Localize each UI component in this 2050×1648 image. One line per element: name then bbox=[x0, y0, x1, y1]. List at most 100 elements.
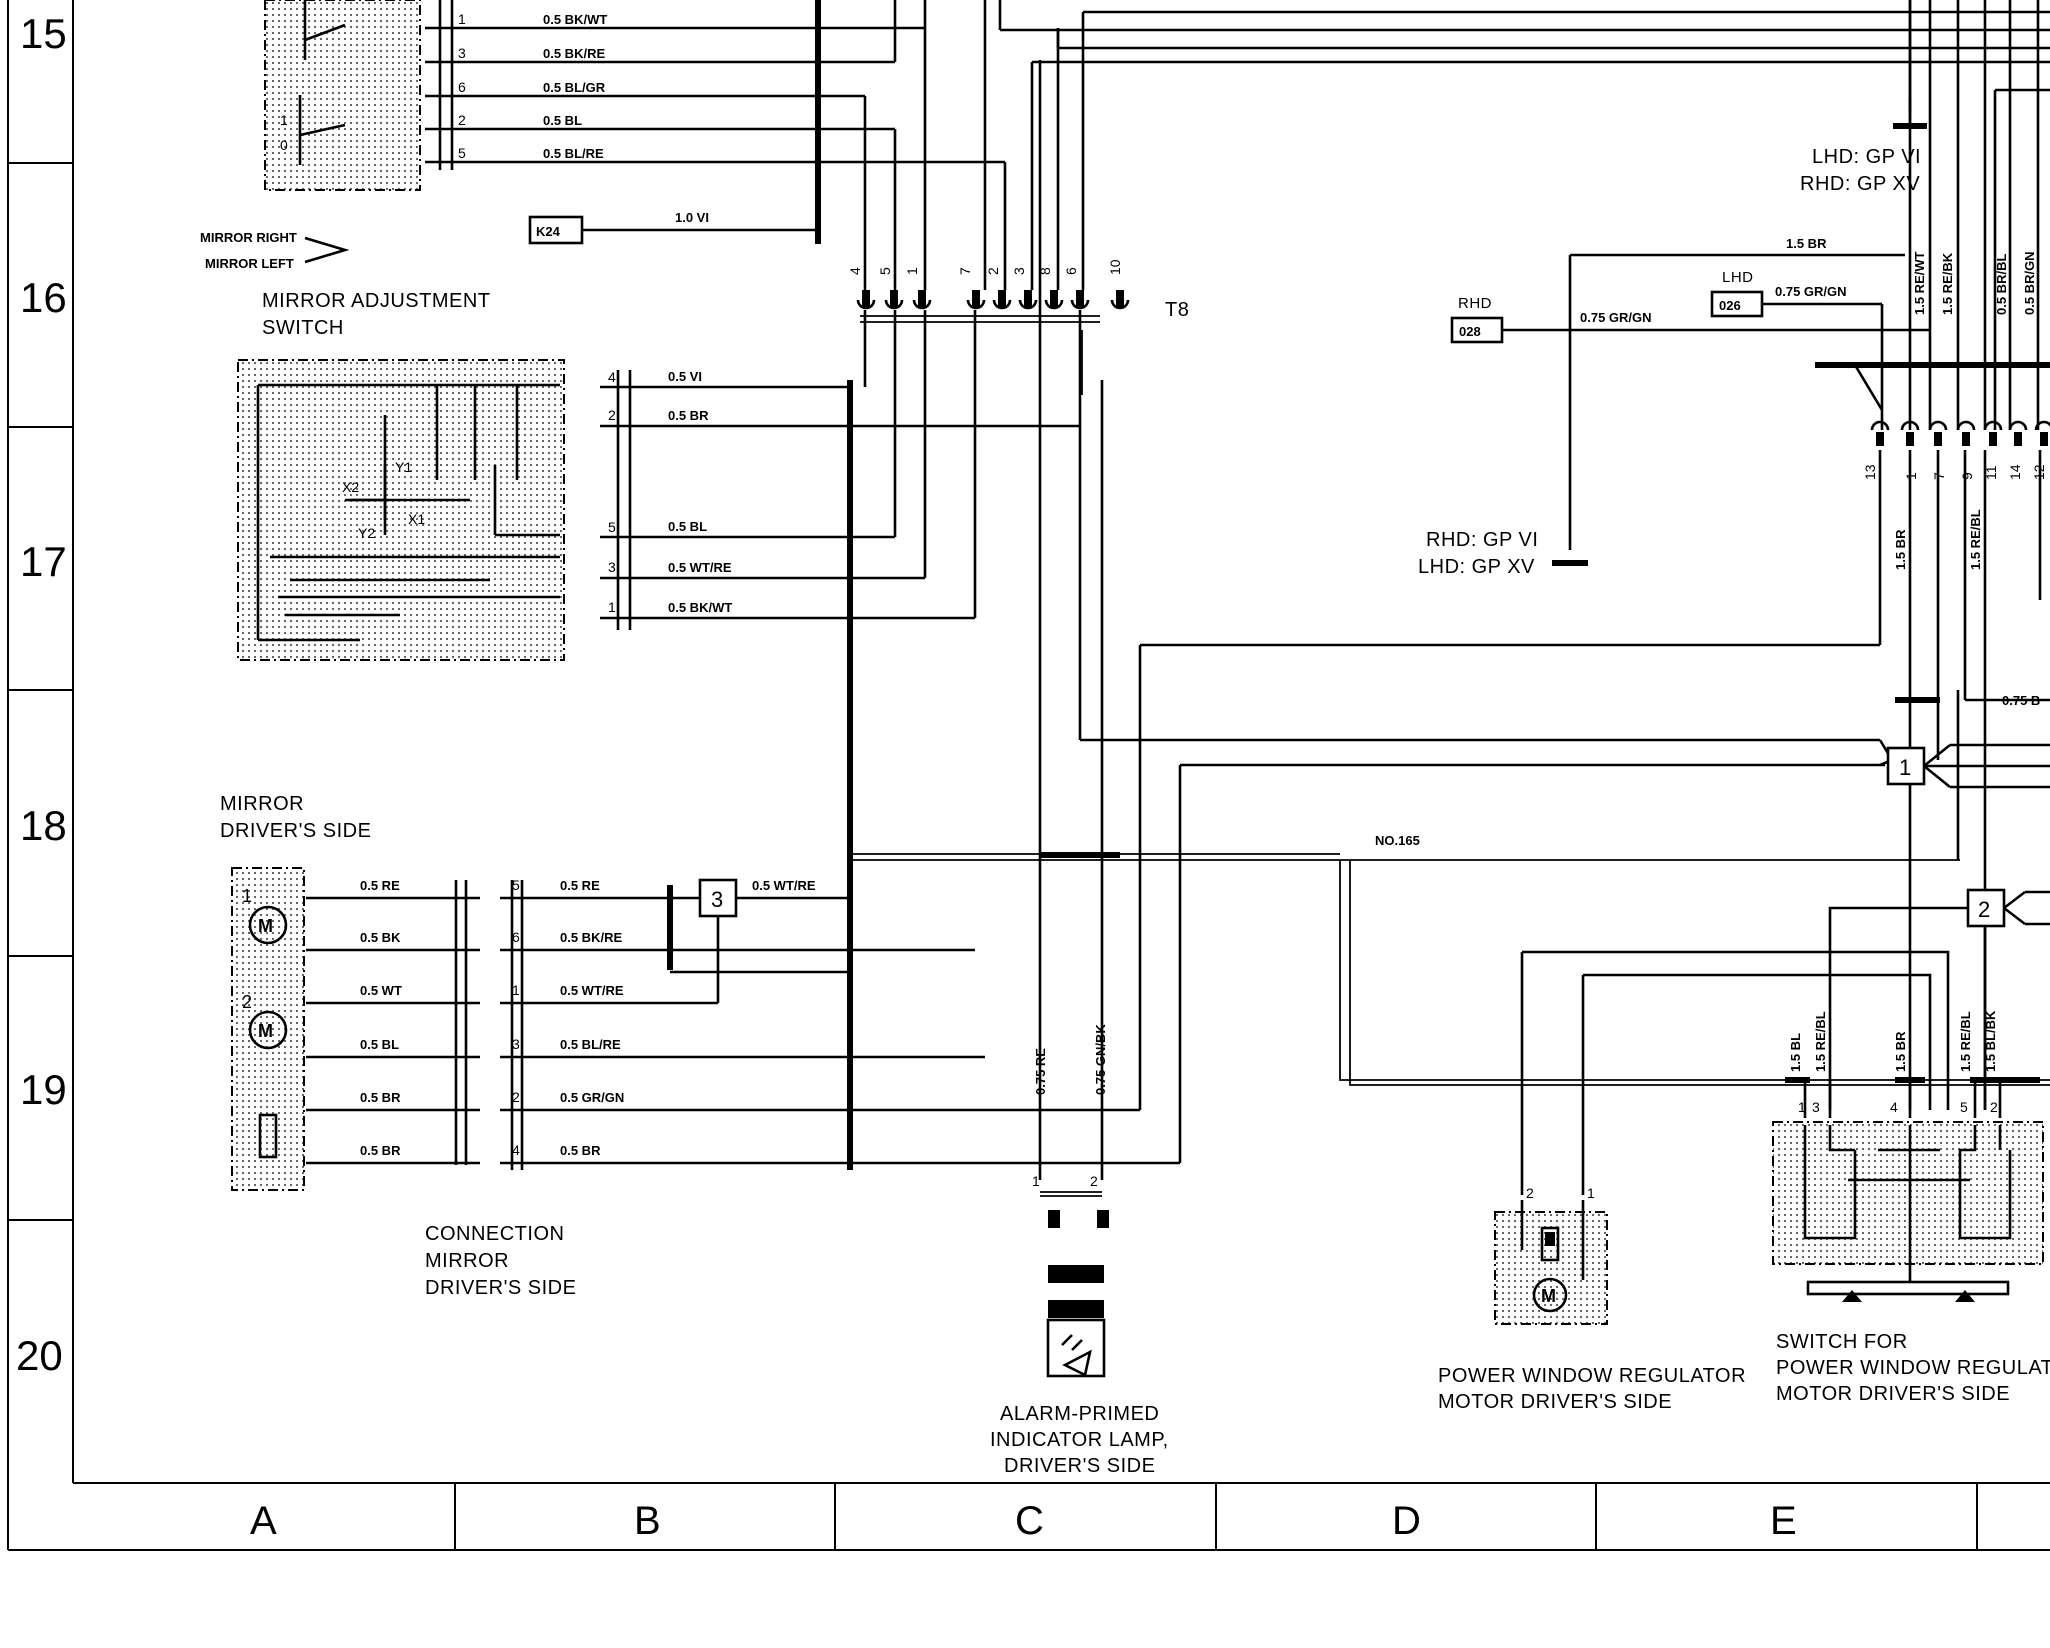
mirror-switch-wires bbox=[600, 310, 1083, 1170]
plug-pin-13: 13 bbox=[1862, 464, 1878, 480]
wire-label: 0.5 BK/RE bbox=[560, 930, 622, 945]
conn-pin-6: 6 bbox=[512, 929, 520, 945]
mirror-adjustment-switch-title-2: SWITCH bbox=[262, 317, 344, 339]
plug-pin-9: 9 bbox=[1959, 472, 1975, 480]
t8-pin-6: 6 bbox=[1063, 267, 1079, 275]
conn-pin-2: 2 bbox=[512, 1089, 520, 1105]
conn-pin-3: 3 bbox=[512, 1036, 520, 1052]
wire-label: 0.5 BR/GN bbox=[2022, 251, 2037, 315]
wire-label: 0.75 RE bbox=[1033, 1048, 1048, 1095]
wire-label: 0.75 B bbox=[2002, 693, 2040, 708]
junction-3-label: 3 bbox=[711, 887, 724, 912]
switch-pin-5: 5 bbox=[1960, 1099, 1968, 1115]
window-motor-title: POWER WINDOW REGULATOR bbox=[1438, 1365, 1746, 1387]
pin-top-1: 1 bbox=[458, 11, 466, 27]
column-label-a: A bbox=[250, 1499, 277, 1543]
ground-top-label-2: RHD: GP XV bbox=[1800, 173, 1920, 195]
wire-label: 1.5 BR bbox=[1786, 236, 1827, 251]
wire-label: 1.5 RE/BL bbox=[1968, 509, 1983, 570]
t8-pin-3: 3 bbox=[1011, 267, 1027, 275]
motor-1-icon-letter: M bbox=[258, 916, 273, 936]
plug-pin-11: 11 bbox=[1983, 465, 1999, 480]
window-switch-title-2: POWER WINDOW REGULATOR bbox=[1776, 1357, 2050, 1379]
wire-label: 1.5 BR bbox=[1893, 1031, 1908, 1072]
t8-pin-2: 2 bbox=[985, 267, 1001, 275]
wire-label: 1.5 BR bbox=[1893, 529, 1908, 570]
wire-label: 1.5 BL bbox=[1788, 1033, 1803, 1072]
mirror-driver-wires bbox=[306, 880, 1180, 1170]
ref-028-label: 028 bbox=[1459, 324, 1481, 339]
lamp-pin-2: 2 bbox=[1090, 1173, 1098, 1189]
sw-pin-1: 1 bbox=[608, 599, 616, 615]
mirror-driver-title-2: DRIVER'S SIDE bbox=[220, 820, 371, 842]
row-label-15: 15 bbox=[20, 10, 67, 57]
alarm-lamp-wires bbox=[850, 60, 1960, 1180]
t8-pin-4: 4 bbox=[847, 267, 863, 275]
mirror-driver-assembly[interactable]: M M 1 2 bbox=[231, 867, 305, 1191]
lhd-label: LHD bbox=[1722, 269, 1754, 286]
t8-pin-10: 10 bbox=[1107, 259, 1123, 275]
led-icon bbox=[1061, 1334, 1092, 1377]
wire-label: 1.0 VI bbox=[675, 210, 709, 225]
switch-bottom-wires bbox=[1785, 1077, 2040, 1118]
row-label-18: 18 bbox=[20, 802, 67, 849]
alarm-lamp-title-2: INDICATOR LAMP, bbox=[990, 1429, 1169, 1451]
conn-pin-1: 1 bbox=[512, 982, 520, 998]
wire-label: 0.5 BL/GR bbox=[543, 80, 606, 95]
switch-pin-3: 3 bbox=[1812, 1099, 1820, 1115]
t8-pin-8: 8 bbox=[1037, 267, 1053, 275]
mirror-right-label: MIRROR RIGHT bbox=[200, 230, 297, 245]
sw-pin-5: 5 bbox=[608, 519, 616, 535]
wire-label: 0.5 BR bbox=[668, 408, 709, 423]
window-motor-title-2: MOTOR DRIVER'S SIDE bbox=[1438, 1391, 1672, 1413]
wire-label: 0.5 BK/WT bbox=[543, 12, 607, 27]
sw-pin-4: 4 bbox=[608, 369, 616, 385]
wire-no165-b bbox=[1349, 860, 2050, 1086]
wire-no165 bbox=[1339, 860, 2050, 1081]
selector-wires bbox=[425, 0, 1005, 170]
wire-label: 0.75 GR/GN bbox=[1775, 284, 1847, 299]
motor-2-number: 2 bbox=[242, 992, 252, 1012]
wire-label: 0.5 BL bbox=[668, 519, 707, 534]
alarm-lamp-title: ALARM-PRIMED bbox=[1000, 1403, 1159, 1425]
t8-pin-5: 5 bbox=[877, 267, 893, 275]
door-plug-connector bbox=[1870, 420, 2050, 446]
switch-pin-1: 1 bbox=[1798, 1099, 1806, 1115]
axis-x1: X1 bbox=[408, 511, 425, 527]
mirror-left-label: MIRROR LEFT bbox=[205, 256, 294, 271]
plug-pin-14: 14 bbox=[2007, 464, 2023, 480]
ground-top-label: LHD: GP VI bbox=[1812, 146, 1921, 168]
alarm-indicator-lamp[interactable] bbox=[1040, 1191, 1109, 1378]
column-label-b: B bbox=[634, 1499, 661, 1543]
window-motor-letter: M bbox=[1541, 1286, 1556, 1306]
ground-mid-label-2: LHD: GP XV bbox=[1418, 556, 1535, 578]
wire-label: 0.5 BL/RE bbox=[560, 1037, 621, 1052]
wire-label: 0.75 GR/GN bbox=[1580, 310, 1652, 325]
plug-out-wires bbox=[1878, 450, 2050, 1110]
power-window-regulator-motor[interactable]: M bbox=[1494, 1200, 1608, 1325]
wire-label: 0.5 WT/RE bbox=[560, 983, 624, 998]
motor-1-number: 1 bbox=[242, 886, 252, 906]
wire-label: 0.5 WT bbox=[360, 983, 402, 998]
row-label-20: 20 bbox=[16, 1332, 63, 1379]
wire-label: 0.5 BK/WT bbox=[668, 600, 732, 615]
wire-label: 1.5 RE/BL bbox=[1813, 1011, 1828, 1072]
sw-pin-2: 2 bbox=[608, 407, 616, 423]
wire-label: 0.5 BR bbox=[360, 1090, 401, 1105]
drawing-frame bbox=[7, 0, 2050, 1551]
conn-pin-5: 5 bbox=[512, 877, 520, 893]
pin-top-6: 6 bbox=[458, 79, 466, 95]
pin-top-3: 3 bbox=[458, 45, 466, 61]
mirror-selector-switch[interactable]: 1 0 bbox=[264, 0, 421, 191]
column-label-e: E bbox=[1770, 1499, 1797, 1543]
mirror-adjustment-switch[interactable] bbox=[237, 359, 565, 661]
wire-label: 1.5 RE/WT bbox=[1912, 251, 1927, 315]
motor-pin-2: 2 bbox=[1526, 1185, 1534, 1201]
axis-x2: X2 bbox=[342, 479, 359, 495]
wire-label: 0.5 BR/BL bbox=[1994, 254, 2009, 315]
t8-pin-1: 1 bbox=[904, 267, 920, 275]
wire-label: 1.5 RE/BL bbox=[1958, 1011, 1973, 1072]
power-window-switch[interactable] bbox=[1772, 1121, 2044, 1302]
conn-pin-4: 4 bbox=[512, 1142, 520, 1158]
